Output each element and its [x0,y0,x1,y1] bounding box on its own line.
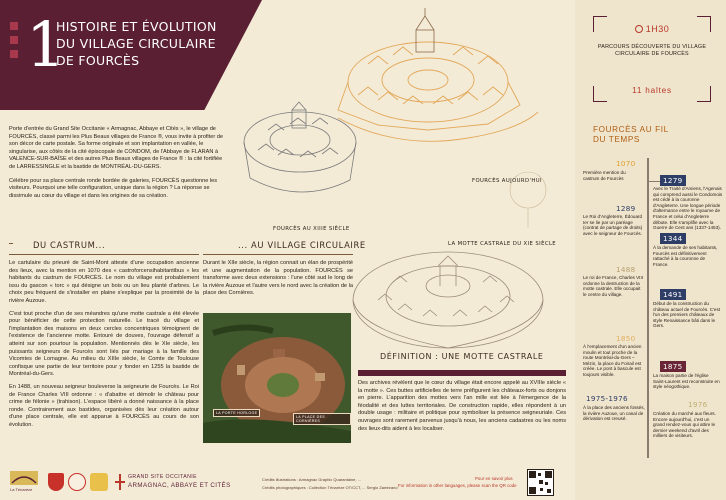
castrum-text: Le cartulaire du prieuré de Saint-Mont a… [9,260,199,434]
duration-text: 1H30 [645,24,670,34]
definition-box: Définition : une motte castrale Des arch… [358,352,566,460]
grand-site-name: Armagnac, Abbaye et Cités [128,482,231,489]
parcours-stops: 11 haltes [632,86,672,95]
credits-illustrations: Crédits illustrations : Armagnac Graphic… [262,477,361,482]
timeline-event: Première mention du castrum de Fourcès [583,170,626,181]
definition-bar [358,370,566,376]
corner-bracket [593,16,607,32]
more-info-fr: Pour en savoir plus [475,476,513,481]
town-13th-drawing [243,101,357,193]
more-info-en: For information in other languages, plea… [398,483,517,488]
credits-photos: Crédits photographiques : Collection Tén… [262,485,398,490]
parcours-duration: 1H30 [593,24,711,34]
timeline-event: À la demande de ses habitants, Fourcès e… [653,245,718,267]
intro-paragraph: Célébre pour sa place centrale ronde bor… [9,177,218,199]
castrum-paragraph: En 1488, un nouveau seigneur bouleverse … [9,383,199,428]
church-drawing [415,8,435,53]
corner-bracket [697,16,711,32]
parcours-box: 1H30 Parcours découverte du village circ… [593,12,711,102]
timeline-year: 1488 [616,265,636,274]
qr-code-icon [529,471,552,494]
corner-bracket [697,86,711,102]
timeline-year: 1289 [616,204,636,213]
timeline-year: 1070 [616,159,636,168]
village-text: Durant le XIIe siècle, la région connait… [203,260,353,303]
definition-text: Des archives révèlent que le cœur du vil… [358,380,566,432]
divider [9,243,13,244]
timeline-event: Début de la construction du château actu… [653,301,721,329]
coat-of-arms-icon [48,473,64,491]
caption-11th-century: La motte castrale du XIe siècle [448,241,557,247]
timeline-event: Le roi de France, Charles VIII ordonne l… [583,275,644,297]
tenareze-label: La Ténarèze [10,487,33,492]
occitanie-cross-icon [115,474,125,490]
timeline-event: La maison partie de l'église Saint-Laure… [653,373,720,390]
divider [203,254,353,255]
timeline-event: Le Roi d'Angleterre, Édouard Ier se lie … [583,214,643,236]
timeline-tick [648,181,660,182]
seal-icon [68,473,86,491]
definition-heading: Définition : une motte castrale [380,352,544,361]
decor-square [10,22,18,30]
decor-square [10,50,18,58]
town-today-drawing [337,41,539,142]
caption-13th-century: Fourcès au XIIIe siècle [273,226,350,232]
timeline-year: 1491 [660,289,686,300]
partner-logo [90,473,108,491]
qr-code[interactable] [527,469,554,496]
timeline-event: Avec le Traité d'Amiens, l'Agenais qui c… [653,186,723,231]
village-heading: ... au village circulaire [238,240,366,250]
footer: La Ténarèze [0,465,575,500]
timeline-event: À l'emplacement d'un ancien moulin et to… [583,344,642,377]
timeline-year: 1279 [660,175,686,186]
castrum-paragraph: Le cartulaire du prieuré de Saint-Mont a… [9,260,199,304]
grand-site-label: Grand site Occitanie [128,474,198,480]
village-paragraph: Durant le XIIe siècle, la région connait… [203,260,353,297]
clock-icon [634,25,643,33]
panel-number: 1 [26,8,66,81]
panel-title: Histoire et évolution du village circula… [56,18,256,69]
timeline-heading: Fourcès au fil du temps [593,125,669,144]
motte-castrale-drawing [352,251,544,349]
timeline-year: 1975-1976 [586,394,628,403]
timeline-event: Création du marché aux fleurs. Encore au… [653,411,716,439]
title-line: Histoire et évolution [56,19,217,34]
timeline-year: 1875 [660,361,686,372]
timeline-year: 1344 [660,233,686,244]
castrum-paragraph: C'est tout proche d'un de ses méandres q… [9,310,199,378]
intro-text: Porte d'entrée du Grand Site Occitanie «… [9,126,226,206]
right-column: 1H30 Parcours découverte du village circ… [575,0,726,500]
tree-drawing [509,171,547,228]
caption-today: Fourcès aujourd'hui [472,178,542,184]
photo-label: La Place des Cornières [293,413,351,425]
aerial-photo: La Porte Horloge La Place des Cornières [203,313,351,443]
castrum-heading: Du castrum... [33,240,106,250]
decor-square [10,36,18,44]
village-illustration [243,8,547,349]
photo-label: La Porte Horloge [213,409,261,417]
timeline-year: 1850 [616,334,636,343]
tenareze-logo [10,471,38,485]
divider [9,254,199,255]
title-line: du village circulaire [56,36,216,51]
timeline-event: À la place des anciens fossés, la rivièr… [583,405,645,422]
timeline-axis [647,158,649,458]
title-line: de Fourcès [56,53,140,68]
intro-paragraph: Porte d'entrée du Grand Site Occitanie «… [9,126,223,170]
corner-bracket [593,86,607,102]
timeline-year: 1976 [688,400,708,409]
parcours-title: Parcours découverte du village circulair… [597,44,707,57]
